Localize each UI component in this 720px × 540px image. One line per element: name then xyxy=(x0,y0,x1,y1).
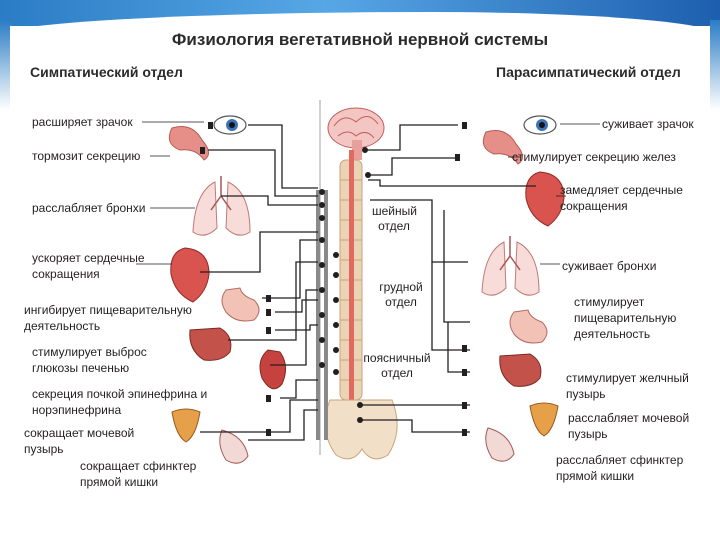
eye-icon-left xyxy=(213,115,247,135)
liver-icon-left xyxy=(189,327,232,361)
right-accent xyxy=(710,20,720,110)
parasymp-effect-5: стимулирует пищеварительную деятельность xyxy=(574,295,677,341)
symp-effect-8: сокращает мочевой пузырь xyxy=(24,426,135,456)
eye-icon-right xyxy=(523,115,557,135)
lungs-icon-right xyxy=(481,236,540,296)
lungs-icon-left xyxy=(192,176,251,236)
parasymp-effect-2: стимулирует секрецию желез xyxy=(512,150,676,164)
page-title: Физиология вегетативной нервной системы xyxy=(171,30,549,49)
symp-effect-1: расширяет зрачок xyxy=(32,115,133,129)
parasymp-effect-1: суживает зрачок xyxy=(602,117,694,131)
symp-effect-5: ингибирует пищеварительную деятельность xyxy=(24,303,192,333)
bladder-icon-left xyxy=(171,408,201,443)
parasymp-effect-6: стимулирует желчный пузырь xyxy=(566,371,689,401)
liver-icon-right xyxy=(499,353,542,387)
kidney-icon-left xyxy=(259,349,286,390)
pelvis-icon xyxy=(324,399,398,460)
spine-region-thoracic: грудной отдел xyxy=(379,280,423,309)
symp-effect-2: тормозит секрецию xyxy=(32,149,141,163)
stomach-icon-right xyxy=(509,309,548,344)
spine-region-cervical: шейный отдел xyxy=(372,204,417,233)
parasympathetic-header: Парасимпатический отдел xyxy=(496,64,681,80)
bladder-icon-right xyxy=(529,402,559,437)
parasymp-effect-8: расслабляет сфинктер прямой кишки xyxy=(556,453,684,483)
salivary-gland-icon-right xyxy=(482,130,523,165)
parasymp-effect-4: суживает бронхи xyxy=(562,259,657,273)
symp-effect-9: сокращает сфинктер прямой кишки xyxy=(80,459,197,489)
symp-effect-3: расслабляет бронхи xyxy=(32,201,146,215)
rectum-icon-right xyxy=(485,427,515,462)
brain-icon xyxy=(327,107,385,160)
parasymp-effect-7: расслабляет мочевой пузырь xyxy=(568,411,690,441)
symp-effect-6: стимулирует выброс глюкозы печенью xyxy=(32,345,147,375)
symp-effect-4: ускоряет сердечные сокращения xyxy=(32,251,145,281)
left-accent xyxy=(0,20,12,110)
spine-icon xyxy=(339,150,363,410)
parasymp-effect-3: замедляет сердечные сокращения xyxy=(560,183,683,213)
heart-icon-left xyxy=(170,247,210,303)
rectum-icon-left xyxy=(219,429,249,464)
stomach-icon-left xyxy=(221,287,260,322)
salivary-gland-icon-left xyxy=(168,126,209,161)
top-banner xyxy=(0,0,720,36)
spine-region-lumbar: поясничный отдел xyxy=(363,351,431,380)
heart-icon-right xyxy=(525,171,565,227)
symp-effect-7: секреция почкой эпинефрина и норэпинефри… xyxy=(32,387,208,417)
sympathetic-header: Симпатический отдел xyxy=(30,64,183,80)
